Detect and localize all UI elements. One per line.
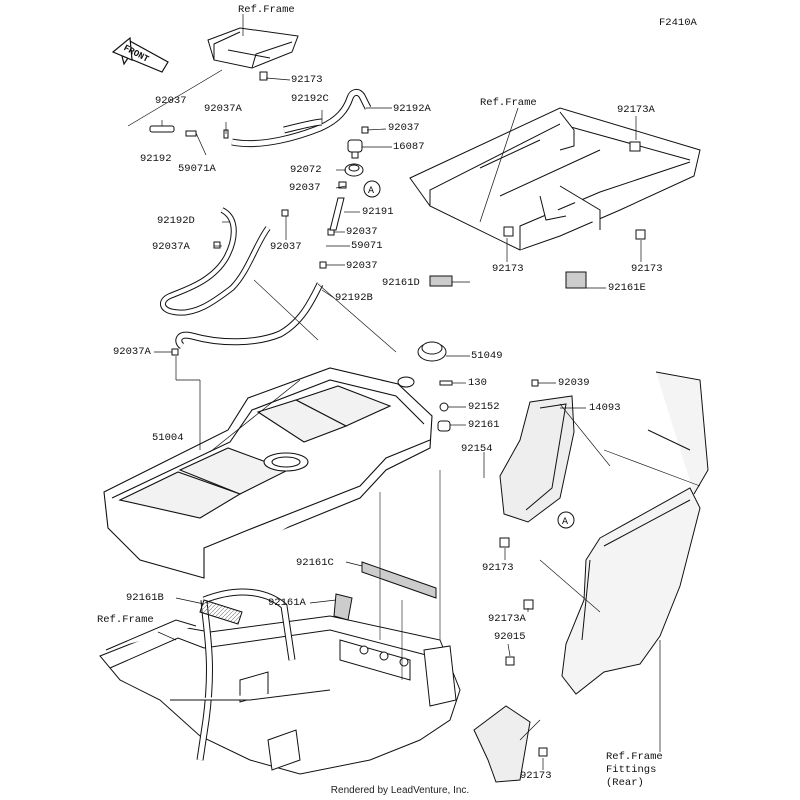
pad-92161a — [333, 593, 353, 621]
figure-id: F2410A — [659, 17, 697, 29]
valve-16087 — [347, 139, 363, 159]
part-59071: 59071 — [351, 240, 383, 252]
part-14093: 14093 — [589, 402, 621, 414]
part-92037-c: 92037 — [289, 182, 321, 194]
part-92161d: 92161D — [382, 277, 420, 289]
hose-92192d — [160, 207, 271, 316]
fuel-tank-51004 — [103, 367, 433, 579]
part-92173-top: 92173 — [291, 74, 323, 86]
part-92154: 92154 — [461, 443, 493, 455]
ref-frame-label-left: Ref.Frame — [97, 614, 154, 626]
part-92173-bottom: 92173 — [520, 770, 552, 782]
lower-frame — [99, 588, 461, 775]
pad-92161c — [361, 561, 437, 599]
part-92015: 92015 — [494, 631, 526, 643]
ref-frame-top-part — [207, 27, 299, 69]
part-92037-f: 92037 — [346, 260, 378, 272]
ring-92072 — [344, 163, 364, 177]
rear-side-panel — [561, 371, 709, 695]
ref-frame-fittings-line1: Ref.Frame — [606, 751, 663, 763]
svg-text:A: A — [368, 186, 374, 197]
part-92191: 92191 — [362, 206, 394, 218]
part-51004: 51004 — [152, 432, 184, 444]
hose-92192b — [175, 282, 324, 349]
hose-92192c — [231, 88, 372, 148]
leader-lines — [127, 69, 661, 770]
footer-credit: Rendered by LeadVenture, Inc. — [330, 785, 470, 796]
cap-51049 — [397, 341, 447, 388]
part-92037-e: 92037 — [270, 241, 302, 253]
pad-92161d — [429, 275, 453, 287]
part-16087: 16087 — [393, 141, 425, 153]
part-92037a: 92037A — [204, 103, 242, 115]
front-arrow-icon: FRONT — [111, 36, 169, 73]
part-92192c: 92192C — [291, 93, 329, 105]
part-92173-r2: 92173 — [631, 263, 663, 275]
ref-frame-label-top: Ref.Frame — [238, 4, 295, 16]
part-92152: 92152 — [468, 401, 500, 413]
panel-fasteners — [499, 537, 548, 757]
callout-a-top: A — [363, 180, 381, 198]
part-92192d: 92192D — [157, 215, 195, 227]
part-92037a-c: 92037A — [113, 346, 151, 358]
ref-frame-fittings-line2: Fittings — [606, 764, 657, 776]
callout-a-right: A — [557, 511, 575, 529]
part-92161b: 92161B — [126, 592, 164, 604]
part-92161c: 92161C — [296, 557, 334, 569]
ref-frame-label-right: Ref.Frame — [480, 97, 537, 109]
part-92037: 92037 — [155, 95, 187, 107]
part-51049: 51049 — [471, 350, 503, 362]
bolt-130 — [437, 380, 453, 432]
part-92192a: 92192A — [393, 103, 431, 115]
part-130: 130 — [468, 377, 487, 389]
rear-fittings-bracket — [473, 705, 531, 783]
svg-text:A: A — [562, 517, 568, 528]
pipe-92191 — [329, 197, 345, 231]
part-92173-r1: 92173 — [492, 263, 524, 275]
part-92161: 92161 — [468, 419, 500, 431]
pad-92161b — [199, 599, 243, 625]
reference-lines — [253, 279, 701, 680]
part-92037-b: 92037 — [388, 122, 420, 134]
clip-92039 — [531, 379, 539, 387]
part-92192: 92192 — [140, 153, 172, 165]
part-92039: 92039 — [558, 377, 590, 389]
part-92161e: 92161E — [608, 282, 646, 294]
pad-92161e — [565, 271, 587, 289]
fitting-92192 — [149, 125, 229, 139]
part-92173a-top: 92173A — [617, 104, 655, 116]
part-92037-d: 92037 — [346, 226, 378, 238]
part-59071a: 59071A — [178, 163, 216, 175]
part-92037a-b: 92037A — [152, 241, 190, 253]
part-92161a: 92161A — [268, 597, 306, 609]
ref-frame-fittings-line3: (Rear) — [606, 777, 644, 789]
part-92173a-m: 92173A — [488, 613, 526, 625]
part-92192b: 92192B — [335, 292, 373, 304]
guard-14093 — [499, 395, 575, 523]
part-92072: 92072 — [290, 164, 322, 176]
part-92173-m: 92173 — [482, 562, 514, 574]
ref-frame-upper-right — [409, 107, 701, 251]
